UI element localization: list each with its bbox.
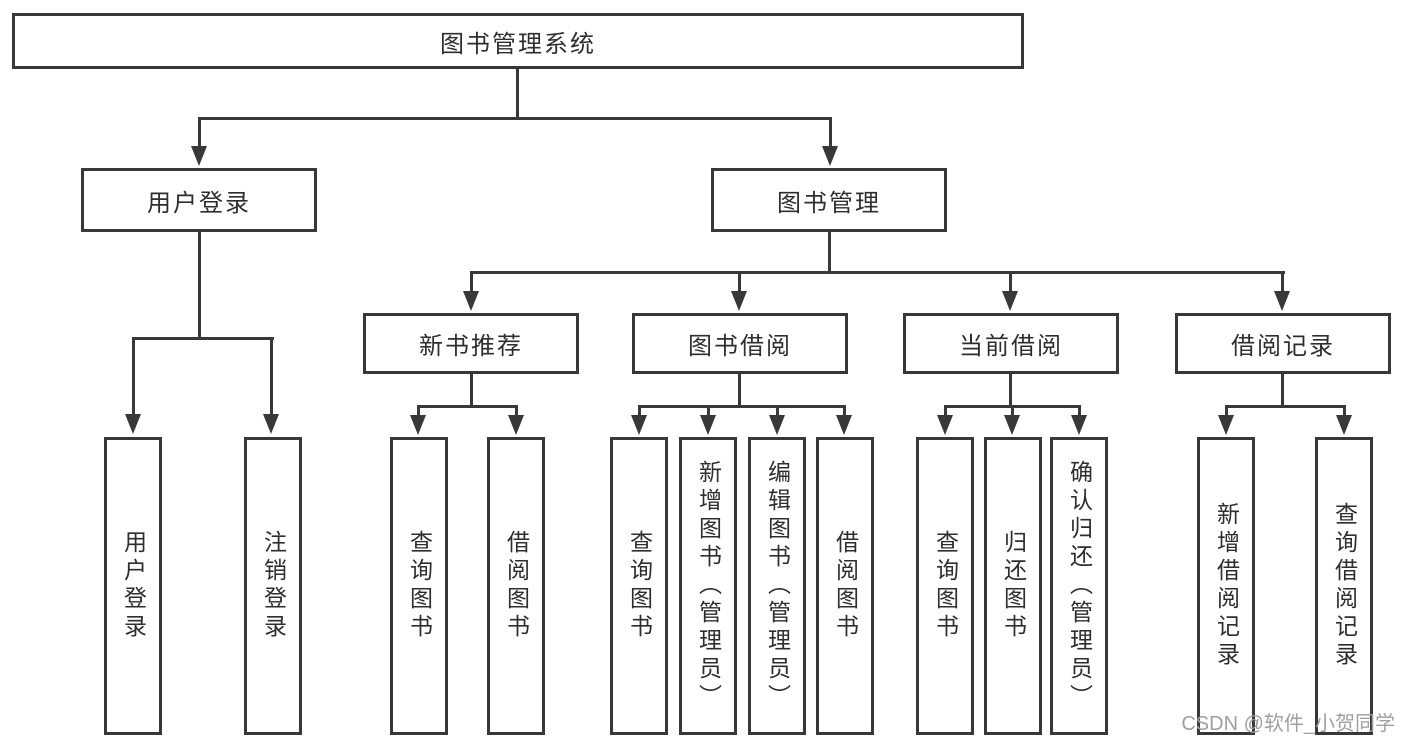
node-label: 编辑图书（管理员）: [764, 460, 791, 712]
connector-line: [1009, 372, 1012, 408]
leaf-add-books-admin: 新增图书（管理员）: [679, 437, 737, 735]
node-library-management-system: 图书管理系统: [12, 13, 1024, 69]
arrowhead-down-icon: [822, 146, 838, 166]
connector-line: [470, 271, 1285, 274]
connector-line: [1009, 274, 1012, 292]
connector-line: [198, 120, 201, 148]
leaf-logout: 注销登录: [244, 437, 302, 735]
node-label: 查询图书: [406, 530, 433, 642]
arrowhead-down-icon: [1218, 415, 1234, 435]
node-label: 查询图书: [626, 530, 653, 642]
node-user-login: 用户登录: [81, 168, 317, 232]
node-label: 用户登录: [120, 530, 147, 642]
node-label: 借阅记录: [1231, 333, 1335, 360]
arrowhead-down-icon: [125, 414, 141, 434]
connector-line: [1078, 408, 1081, 418]
node-label: 新增图书（管理员）: [695, 460, 722, 712]
node-borrowing-records: 借阅记录: [1175, 313, 1391, 374]
arrowhead-down-icon: [1071, 415, 1087, 435]
node-label: 用户登录: [147, 189, 251, 217]
node-label: 查询图书: [932, 530, 959, 642]
connector-line: [638, 408, 641, 418]
node-label: 新书推荐: [419, 333, 523, 360]
connector-line: [1225, 405, 1346, 408]
arrowhead-down-icon: [263, 414, 279, 434]
connector-line: [132, 337, 274, 340]
connector-line: [944, 408, 947, 418]
leaf-user-login: 用户登录: [104, 437, 162, 735]
arrowhead-down-icon: [731, 291, 747, 311]
connector-line: [828, 232, 831, 273]
leaf-borrow-books: 借阅图书: [816, 437, 874, 735]
node-label: 图书管理: [777, 189, 881, 217]
node-label: 查询借阅记录: [1331, 502, 1358, 670]
arrowhead-down-icon: [463, 291, 479, 311]
leaf-query-books-recommend: 查询图书: [390, 437, 448, 735]
node-label: 图书管理系统: [440, 30, 596, 58]
connector-line: [707, 408, 710, 418]
connector-line: [738, 274, 741, 292]
connector-line: [1011, 408, 1014, 418]
arrowhead-down-icon: [191, 146, 207, 166]
connector-line: [1281, 274, 1284, 292]
node-label: 注销登录: [260, 530, 287, 642]
node-book-management: 图书管理: [711, 168, 947, 232]
connector-line: [829, 120, 832, 148]
connector-line: [198, 232, 201, 339]
connector-line: [270, 340, 273, 416]
node-new-book-recommendation: 新书推荐: [363, 313, 579, 374]
connector-line: [1225, 408, 1228, 418]
arrowhead-down-icon: [769, 415, 785, 435]
arrowhead-down-icon: [700, 415, 716, 435]
connector-line: [470, 274, 473, 292]
arrowhead-down-icon: [1336, 415, 1352, 435]
node-label: 图书借阅: [688, 333, 792, 360]
connector-line: [132, 340, 135, 416]
node-label: 借阅图书: [503, 530, 530, 642]
node-current-borrowing: 当前借阅: [903, 313, 1119, 374]
connector-line: [516, 69, 519, 119]
node-label: 当前借阅: [959, 333, 1063, 360]
leaf-add-borrow-record: 新增借阅记录: [1197, 437, 1255, 735]
node-label: 归还图书: [1000, 530, 1027, 642]
connector-line: [417, 405, 518, 408]
arrowhead-down-icon: [937, 415, 953, 435]
connector-line: [944, 405, 1081, 408]
arrowhead-down-icon: [1002, 291, 1018, 311]
arrowhead-down-icon: [1274, 291, 1290, 311]
node-label: 新增借阅记录: [1213, 502, 1240, 670]
connector-line: [738, 372, 741, 408]
connector-line: [843, 408, 846, 418]
connector-line: [470, 372, 473, 408]
leaf-return-books: 归还图书: [984, 437, 1042, 735]
leaf-query-borrow-record: 查询借阅记录: [1315, 437, 1373, 735]
leaf-borrow-books-recommend: 借阅图书: [487, 437, 545, 735]
leaf-edit-books-admin: 编辑图书（管理员）: [748, 437, 806, 735]
arrowhead-down-icon: [1004, 415, 1020, 435]
leaf-confirm-return-admin: 确认归还（管理员）: [1050, 437, 1108, 735]
connector-line: [198, 117, 832, 120]
connector-line: [638, 405, 846, 408]
arrowhead-down-icon: [836, 415, 852, 435]
connector-line: [776, 408, 779, 418]
arrowhead-down-icon: [631, 415, 647, 435]
arrowhead-down-icon: [508, 415, 524, 435]
connector-line: [1343, 408, 1346, 418]
leaf-query-books-borrowing: 查询图书: [610, 437, 668, 735]
watermark: CSDN @软件_小贺同学: [1181, 713, 1395, 735]
node-label: 确认归还（管理员）: [1066, 460, 1093, 712]
connector-line: [1281, 372, 1284, 408]
node-label: 借阅图书: [832, 530, 859, 642]
connector-line: [515, 408, 518, 418]
connector-line: [417, 408, 420, 418]
arrowhead-down-icon: [410, 415, 426, 435]
node-book-borrowing: 图书借阅: [632, 313, 848, 374]
leaf-query-books-current: 查询图书: [916, 437, 974, 735]
